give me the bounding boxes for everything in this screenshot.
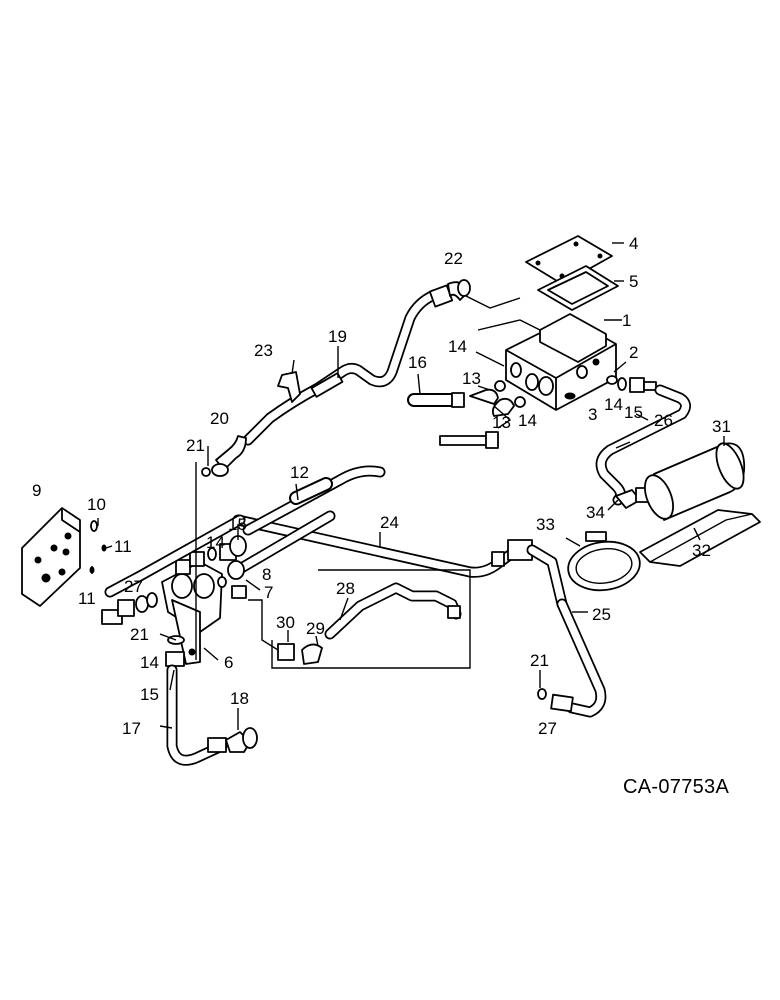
callout-15-lower: 15 (140, 685, 159, 704)
callout-16: 16 (408, 353, 427, 372)
callout-13-lower: 13 (492, 413, 511, 432)
block-9 (21, 507, 81, 607)
pipe-17 (165, 635, 228, 766)
callout-11-lower: 11 (78, 589, 96, 608)
elbow-13-upper (469, 380, 506, 405)
pipe-12 (232, 465, 386, 576)
callout-1: 1 (622, 311, 631, 330)
callout-14-right: 14 (604, 395, 623, 414)
pipe-26 (595, 384, 691, 506)
elbow-13-lower (491, 396, 526, 417)
callout-27-right: 27 (538, 719, 557, 738)
oring-3 (564, 392, 576, 400)
callout-17: 17 (122, 719, 141, 738)
callout-25: 25 (592, 605, 611, 624)
callout-19: 19 (328, 327, 347, 346)
elbow-18 (207, 727, 258, 753)
callout-5: 5 (629, 272, 638, 291)
small-parts-10-11 (89, 520, 107, 574)
strap-33 (567, 531, 641, 592)
callout-22: 22 (444, 249, 463, 268)
callout-13-upper: 13 (462, 369, 481, 388)
callout-12: 12 (290, 463, 309, 482)
callout-9: 9 (32, 481, 41, 500)
fittings-8-14-15 (207, 535, 247, 599)
callout-27-left: 27 (124, 577, 143, 596)
callout-labels: 4 5 1 2 3 14 15 22 14 16 13 13 14 19 23 … (32, 234, 731, 738)
tank-31 (644, 442, 746, 521)
callout-14-pump: 14 (206, 533, 225, 552)
callout-29: 29 (306, 619, 325, 638)
pipe-19 (242, 289, 440, 446)
callout-15-right: 15 (624, 403, 643, 422)
callout-6: 6 (224, 653, 233, 672)
callout-4: 4 (629, 234, 638, 253)
callout-11-upper: 11 (114, 537, 132, 556)
callout-34: 34 (586, 503, 605, 522)
fittings-14-15-right (617, 377, 657, 393)
callout-21-left: 21 (130, 625, 149, 644)
drawing-code: CA-07753A (623, 776, 729, 798)
callout-21-right: 21 (530, 651, 549, 670)
gasket-5 (537, 265, 619, 311)
callout-28: 28 (336, 579, 355, 598)
callout-15-pump: 15 (228, 515, 247, 534)
pipe-25 (537, 598, 607, 718)
callout-10: 10 (87, 495, 106, 514)
callout-18: 18 (230, 689, 249, 708)
callout-14-mid: 14 (518, 411, 537, 430)
callout-14-upper: 14 (448, 337, 467, 356)
callout-24: 24 (380, 513, 399, 532)
hose-16 (407, 392, 465, 408)
oring-2 (606, 375, 618, 385)
manifold-27-left (101, 514, 246, 625)
inset-box (248, 569, 471, 669)
callout-8: 8 (262, 565, 271, 584)
callout-7: 7 (264, 583, 273, 602)
pump-6 (161, 551, 223, 665)
callout-20: 20 (210, 409, 229, 428)
bolt-16 (439, 431, 499, 449)
callout-14-lower: 14 (140, 653, 159, 672)
callout-30: 30 (276, 613, 295, 632)
tee-25 (507, 539, 568, 610)
clip-23 (277, 371, 301, 403)
callout-33: 33 (536, 515, 555, 534)
callout-2: 2 (629, 343, 638, 362)
callout-31: 31 (712, 417, 731, 436)
leader-lines (91, 242, 725, 730)
valve-body-1 (505, 313, 617, 411)
bracket-32 (639, 509, 761, 567)
callout-26: 26 (654, 411, 673, 430)
callout-32: 32 (692, 541, 711, 560)
callout-21-upper: 21 (186, 436, 205, 455)
elbow-20 (201, 435, 247, 477)
callout-3: 3 (588, 405, 597, 424)
callout-23: 23 (254, 341, 273, 360)
elbow-22 (428, 279, 471, 308)
